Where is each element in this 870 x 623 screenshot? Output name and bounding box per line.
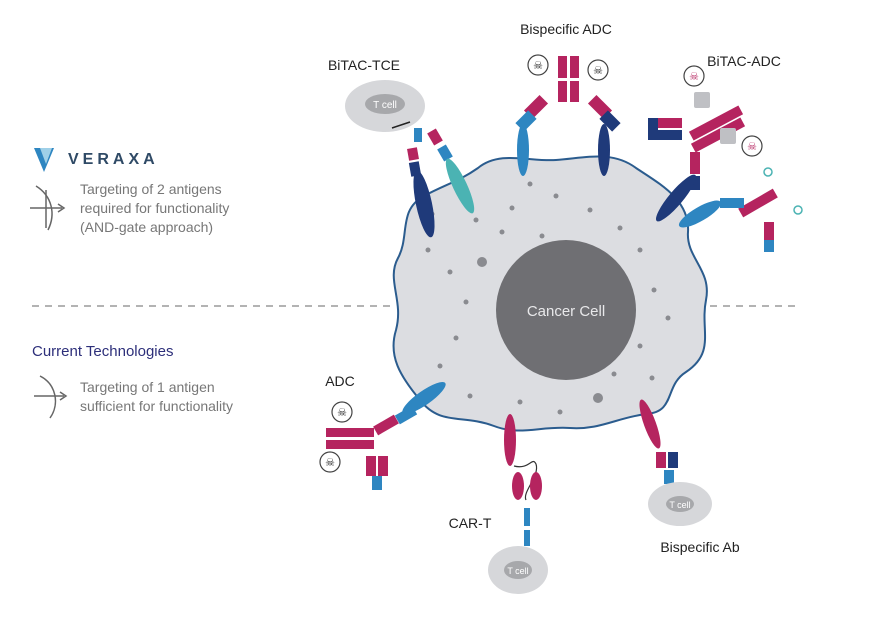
- bispecific-adc-label: Bispecific ADC: [520, 21, 612, 37]
- bitac-adc-label: BiTAC-ADC: [707, 53, 781, 69]
- veraxa-description-line: (AND-gate approach): [80, 219, 213, 235]
- t-cell-label-tce: T cell: [373, 100, 397, 111]
- current-description-line: sufficient for functionality: [80, 398, 233, 414]
- current-description: Targeting of 1 antigen sufficient for fu…: [80, 379, 233, 414]
- svg-text:☠: ☠: [337, 407, 347, 419]
- veraxa-description: Targeting of 2 antigens required for fun…: [80, 181, 233, 235]
- toxin-icon: [319, 451, 341, 473]
- toxin-icon: [741, 135, 763, 157]
- bispecific-ab-construct: T cell: [639, 399, 712, 526]
- svg-text:☠: ☠: [593, 65, 603, 77]
- brand-name: VERAXA: [68, 151, 159, 168]
- current-description-line: Targeting of 1 antigen: [80, 379, 215, 395]
- veraxa-logo-icon: [34, 148, 54, 172]
- skull-icon: [527, 54, 549, 76]
- bispecific-adc-construct: ☠ ☠: [515, 54, 621, 176]
- toxin-icon: [683, 65, 705, 87]
- lock-icon: [694, 92, 710, 108]
- veraxa-description-line: Targeting of 2 antigens: [80, 181, 222, 197]
- car-t-label: CAR-T: [449, 515, 492, 531]
- svg-text:☠: ☠: [747, 141, 757, 153]
- bitac-tce-construct: T cell: [345, 80, 475, 238]
- crossbow-icon: [30, 185, 66, 231]
- bitac-tce-label: BiTAC-TCE: [328, 57, 400, 73]
- current-heading: Current Technologies: [32, 343, 173, 360]
- skull-icon: [587, 59, 609, 81]
- cancer-cell-nucleus: [496, 240, 636, 380]
- bitac-adc-construct: ☠ ☠: [648, 65, 803, 252]
- cancer-cell-label: Cancer Cell: [527, 303, 605, 320]
- bispecific-ab-label: Bispecific Ab: [660, 539, 740, 555]
- adc-construct: ☠ ☠: [319, 382, 446, 490]
- svg-text:☠: ☠: [325, 457, 335, 469]
- car-t-construct: T cell: [488, 414, 548, 594]
- veraxa-description-line: required for functionality: [80, 200, 229, 216]
- t-cell-label-ab: T cell: [669, 500, 690, 510]
- bow-icon: [34, 375, 68, 419]
- svg-text:☠: ☠: [689, 71, 699, 83]
- lock-icon: [720, 128, 736, 144]
- toxin-icon: [331, 401, 353, 423]
- t-cell-label-cart: T cell: [507, 566, 528, 576]
- svg-text:☠: ☠: [533, 60, 543, 72]
- adc-label: ADC: [325, 373, 355, 389]
